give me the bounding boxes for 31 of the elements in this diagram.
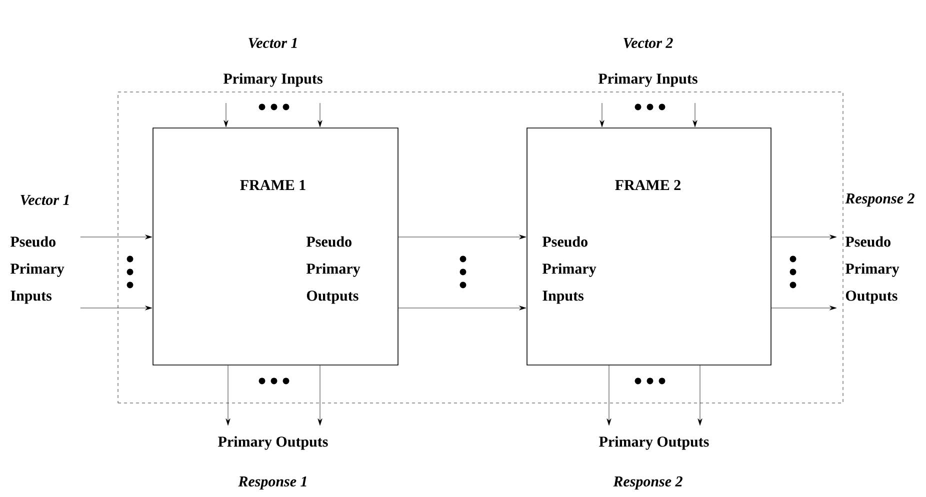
arrow <box>80 306 152 310</box>
arrow <box>606 365 612 426</box>
arrow <box>771 234 837 240</box>
arrow <box>692 102 698 128</box>
vector-label: Response 2 <box>845 193 914 207</box>
vector-label: Vector 1 <box>248 38 297 48</box>
arrow <box>398 234 526 240</box>
frame-title: FRAME 2 <box>615 180 680 190</box>
vector-label: Response 2 <box>613 476 682 490</box>
vector-label: Response 1 <box>238 476 306 490</box>
vector-label: Vector 2 <box>624 38 673 48</box>
arrow <box>771 306 837 310</box>
port-label: Primary Outputs <box>218 436 328 450</box>
port-label: Pseudo Primary Inputs <box>542 236 596 304</box>
arrow <box>398 306 526 310</box>
port-label: Primary Inputs <box>598 73 698 87</box>
arrow <box>80 234 152 240</box>
port-label: Primary Inputs <box>223 73 322 87</box>
port-label: Pseudo Primary Outputs <box>306 236 360 304</box>
arrow <box>226 365 230 426</box>
arrow <box>600 102 604 128</box>
arrow <box>224 102 228 128</box>
arrow <box>318 102 322 128</box>
port-label: Primary Outputs <box>599 436 709 450</box>
frame-title: FRAME 1 <box>240 180 306 190</box>
port-label: Pseudo Primary Inputs <box>10 236 64 304</box>
port-label: Pseudo Primary Outputs <box>845 236 900 304</box>
arrow <box>318 365 322 426</box>
dashed-boundary-box <box>118 92 844 404</box>
arrow <box>698 365 702 426</box>
vector-label: Vector 1 <box>20 194 69 206</box>
